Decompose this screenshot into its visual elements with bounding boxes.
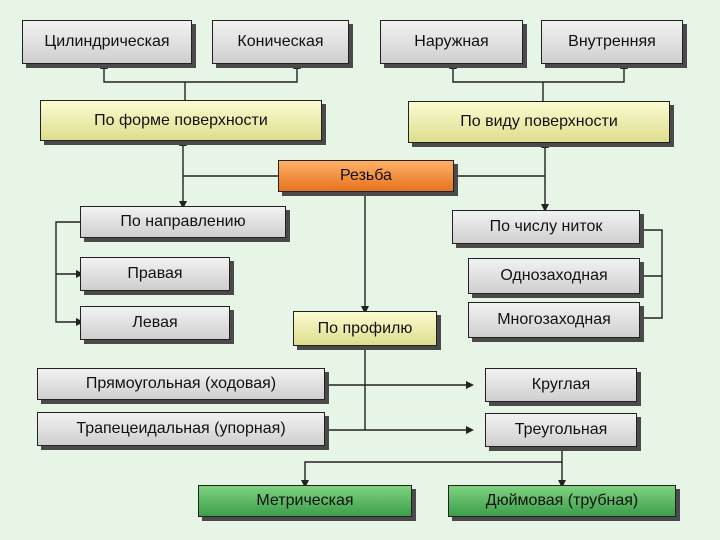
- node-multi-start: Многозаходная: [468, 302, 640, 338]
- node-by-surface-kind: По виду поверхности: [408, 101, 670, 143]
- connector-surface-kind: [449, 61, 628, 83]
- node-triangular: Треугольная: [485, 413, 637, 447]
- node-by-direction: По направлению: [80, 206, 286, 238]
- connector-direction: [55, 221, 84, 326]
- node-rectangular: Прямоугольная (ходовая): [37, 368, 325, 400]
- connector-thread-count: [636, 229, 663, 322]
- node-external: Наружная: [380, 20, 523, 64]
- node-inch-pipe: Дюймовая (трубная): [448, 485, 676, 517]
- node-trapezoidal: Трапецеидальная (упорная): [37, 412, 325, 446]
- connector-subtypes: [301, 448, 563, 488]
- node-by-thread-count: По числу ниток: [452, 210, 640, 244]
- node-by-surface-form: По форме поверхности: [40, 100, 322, 141]
- node-metric: Метрическая: [198, 485, 412, 517]
- node-right-hand: Правая: [80, 257, 230, 291]
- node-single-start: Однозаходная: [468, 258, 640, 294]
- node-conical: Коническая: [212, 20, 349, 64]
- connector-surface-form: [100, 61, 301, 83]
- node-root-thread: Резьба: [278, 160, 454, 192]
- node-by-profile: По профилю: [293, 311, 437, 346]
- node-round: Круглая: [485, 368, 637, 402]
- node-internal: Внутренняя: [541, 20, 683, 64]
- node-left-hand: Левая: [80, 306, 230, 340]
- node-cylindrical: Цилиндрическая: [22, 20, 192, 64]
